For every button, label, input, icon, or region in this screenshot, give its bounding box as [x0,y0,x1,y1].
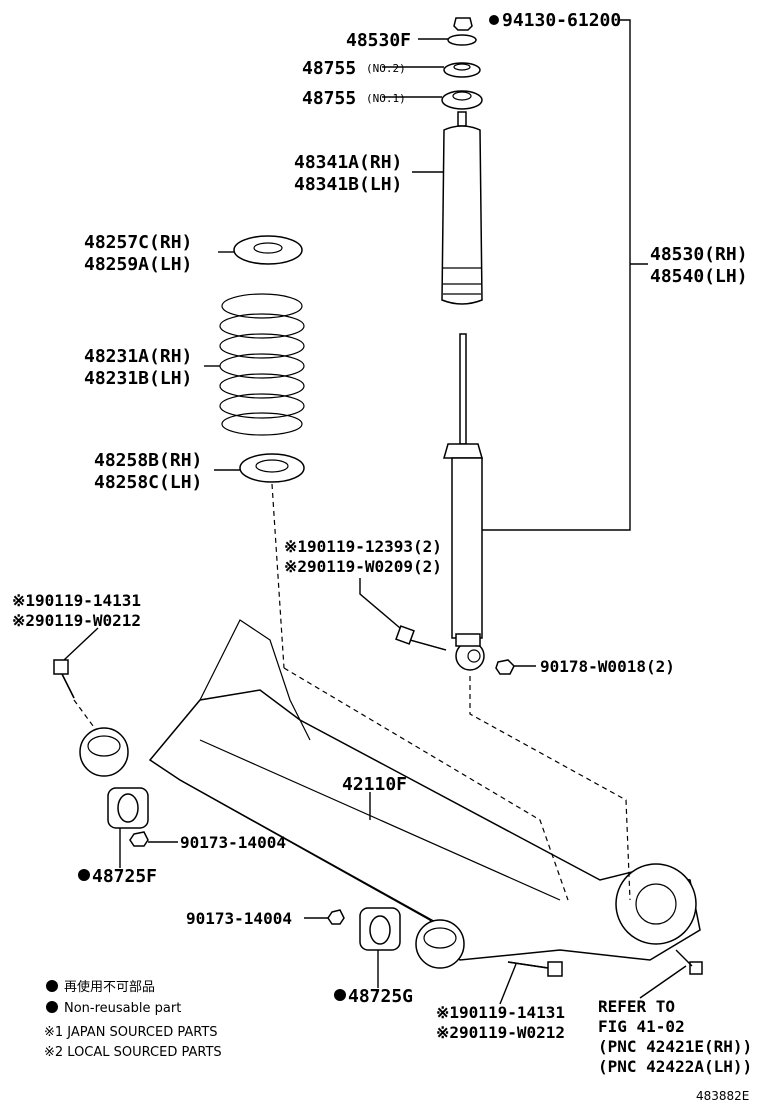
arm-bolt-left-part [53,659,75,699]
label-48341A: 48341A(RH) [294,152,402,173]
legend-en-nonreusable: Non-reusable part [64,1001,181,1016]
label-no1: (NO.1) [366,92,406,105]
hub-bolt-part [675,949,703,975]
nut-90173-a-part [129,831,149,847]
label-48257C: 48257C(RH) [84,232,192,253]
label-90178-W0018: 90178-W0018(2) [540,657,675,676]
legend-local-sourced: ※2 LOCAL SOURCED PARTS [44,1045,222,1060]
bushing-48725F-part [107,787,149,829]
bushing-48725G-part [359,907,401,951]
label-48231A: 48231A(RH) [84,346,192,367]
label-pnc-rh: (PNC 42421E(RH)) [598,1037,752,1056]
nonreusable-dot-48725G [334,989,346,1001]
label-48259A: 48259A(LH) [84,254,192,275]
dashed-guides [73,483,631,901]
label-90119-12393: ※190119-12393(2) [284,537,442,556]
label-refer-to: REFER TO [598,997,675,1016]
label-48231B: 48231B(LH) [84,368,192,389]
coil-spring-part [219,293,305,436]
label-90173-14004-a: 90173-14004 [180,833,286,852]
washer-part [447,34,477,46]
lower-nut-part [495,659,515,675]
label-90119-W0209: ※290119-W0209(2) [284,557,442,576]
leader-lines [63,19,687,1005]
shock-bolt-part [395,625,447,651]
legend-japan-sourced: ※1 JAPAN SOURCED PARTS [44,1025,218,1040]
label-48755-no2: 48755 [302,58,356,79]
legend-dot-en [46,1001,58,1013]
nut-90173-b-part [327,909,345,925]
dust-boot-part [441,125,483,305]
support-no1-part [441,90,483,110]
label-42110F: 42110F [342,774,407,795]
label-48540: 48540(LH) [650,266,748,287]
label-fig-41-02: FIG 41-02 [598,1017,685,1036]
label-90119-14131-bot: ※190119-14131 [436,1003,565,1022]
label-48530: 48530(RH) [650,244,748,265]
lower-spring-seat-part [239,453,305,483]
label-no2: (NO.2) [366,62,406,75]
arm-bolt-right-part [507,961,563,977]
label-48725F: 48725F [92,866,157,887]
label-48530F: 48530F [346,30,411,51]
label-90173-14004-b: 90173-14004 [186,909,292,928]
label-48258B: 48258B(RH) [94,450,202,471]
bump-stopper-part [457,111,467,127]
support-no2-part [443,62,481,78]
nut-part [453,17,473,31]
diagram-id: 483882E [696,1089,749,1103]
label-90119-14131-top: ※190119-14131 [12,591,141,610]
label-90119-W0212-bot: ※290119-W0212 [436,1023,565,1042]
legend-jp-nonreusable: 再使用不可部品 [64,979,155,995]
label-94130-61200: 94130-61200 [502,10,621,31]
label-90119-W0212-top: ※290119-W0212 [12,611,141,630]
upper-spring-seat-part [233,235,303,265]
label-48341B: 48341B(LH) [294,174,402,195]
label-pnc-lh: (PNC 42422A(LH)) [598,1057,752,1076]
label-48258C: 48258C(LH) [94,472,202,493]
label-48755-no1: 48755 [302,88,356,109]
shock-absorber-part [443,333,485,671]
axle-beam-part [79,619,701,969]
label-48725G: 48725G [348,986,413,1007]
nonreusable-dot-94130 [489,15,499,25]
nonreusable-dot-48725F [78,869,90,881]
legend-dot-jp [46,980,58,992]
